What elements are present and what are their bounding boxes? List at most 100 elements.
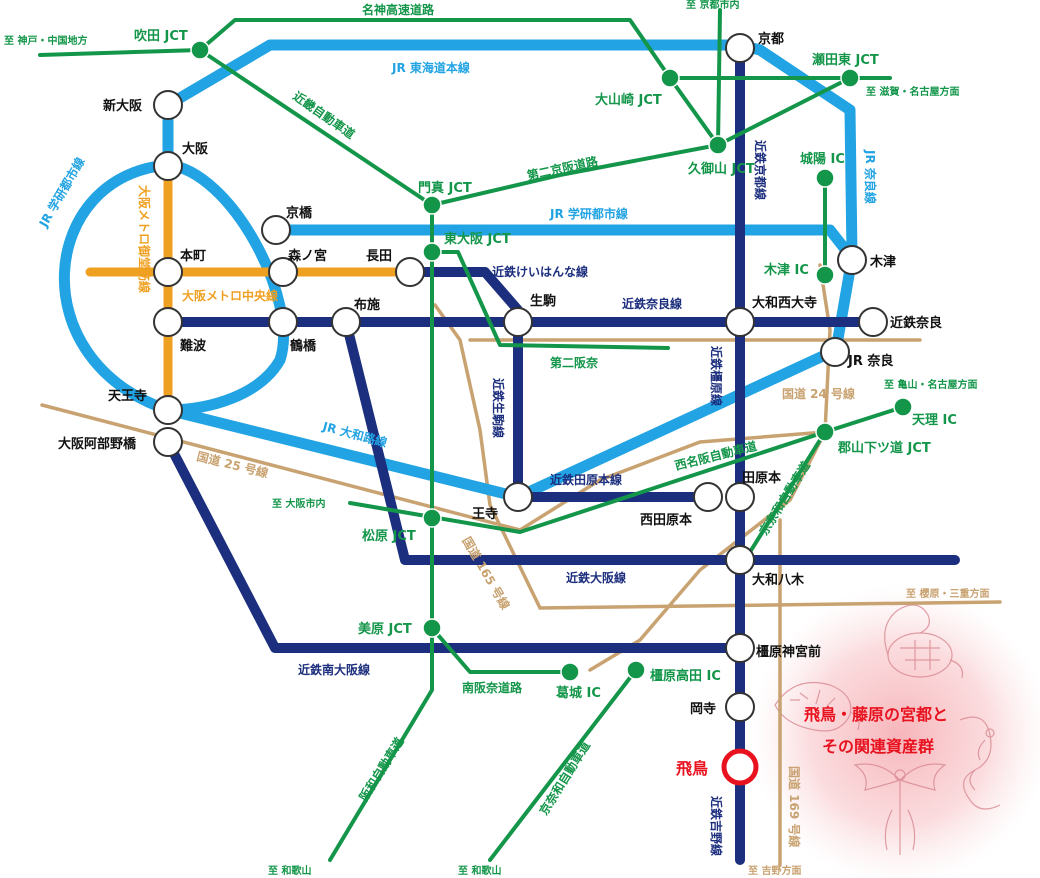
station-oji-marker[interactable] [503,482,533,512]
station-yamato-yagi-marker[interactable] [725,545,755,575]
station-okadera-marker[interactable] [725,692,755,722]
minami-hanna-line [430,626,572,674]
label-route169: 国道 169 号線 [787,766,802,847]
station-asuka-marker[interactable] [721,748,759,786]
kintetsu-osaka-line [341,317,960,565]
label-kintetsu-nara: 近鉄奈良 [890,315,942,331]
label-kintetsu-yoshino: 近鉄吉野線 [709,796,724,856]
station-morinomiya-marker[interactable] [268,257,298,287]
label-kintetsu-kashihara: 近鉄橿原線 [709,346,724,406]
label-kashihara-takada-ic: 橿原高田 IC [650,668,721,684]
station-markers [153,33,888,722]
route165-line [433,303,1002,610]
heritage-title-line2: その関連資産群 [822,737,934,756]
kadoma-jct-marker[interactable] [422,195,442,215]
keinawa-south-line [488,668,638,862]
station-jr-nara-marker[interactable] [820,337,850,367]
matsubara-jct-marker[interactable] [422,508,442,528]
seta-higashi-jct-marker[interactable] [840,68,860,88]
label-osaka-abenobashi: 大阪阿部野橋 [58,436,137,452]
label-mihara-jct: 美原 JCT [358,621,412,637]
mihara-jct-marker[interactable] [422,618,442,638]
station-osaka-abenobashi-marker[interactable] [153,427,183,457]
label-shin-osaka: 新大阪 [103,98,143,114]
label-route165: 国道 165 号線 [459,534,513,612]
label-tenri-ic: 天理 IC [912,413,957,428]
label-koriyama-jct: 郡山下ツ道 JCT [837,440,931,456]
label-okadera: 岡寺 [690,701,716,717]
station-kizu-marker[interactable] [837,245,867,275]
label-dir-yoshino: 至 吉野方面 [748,864,801,877]
label-dir-wakayama-1: 至 和歌山 [268,864,311,877]
label-jr-tokaido: JR 東海道本線 [391,60,470,75]
koriyama-jct-marker[interactable] [815,422,835,442]
label-kizu-ic: 木津 IC [763,262,809,278]
label-oyamazaki-jct: 大山崎 JCT [595,92,662,108]
kumiyama-jct-marker[interactable] [708,135,728,155]
station-nishitawaramoto-marker[interactable] [693,482,723,512]
label-metro-chuo: 大阪メトロ中央線 [182,288,278,303]
station-kintetsu-nara-marker[interactable] [858,307,888,337]
label-dir-kameyama: 至 亀山・名古屋方面 [884,378,977,391]
label-jr-nara: JR 奈良 [847,353,893,369]
meishin-line [198,18,720,147]
label-kintetsu-kyoto: 近鉄京都線 [753,140,768,200]
label-matsubara-jct: 松原 JCT [362,528,416,544]
kashihara-takada-ic-marker[interactable] [626,660,646,680]
station-yamato-saidaiji-marker[interactable] [725,307,755,337]
station-kyoto-marker[interactable] [725,33,755,63]
jr-gakken-right-line [270,224,858,264]
label-meishin: 名神高速道路 [362,2,435,17]
kizu-ic-marker[interactable] [815,265,835,285]
station-honmachi-marker[interactable] [153,257,183,287]
station-nagata-marker[interactable] [395,257,425,287]
station-shin-osaka-marker[interactable] [153,90,183,120]
daini-keihan-line [430,76,852,207]
label-higashi-osaka-jct: 東大阪 JCT [444,231,511,247]
label-nishitawaramoto: 西田原本 [640,512,692,528]
label-oji: 王寺 [472,506,498,522]
tenri-ic-marker[interactable] [893,397,913,417]
metro-lines [85,160,415,415]
station-ikoma-marker[interactable] [503,307,533,337]
higashi-osaka-jct-marker[interactable] [422,242,442,262]
label-joyo-ic: 城陽 IC [800,151,845,167]
kobe-spur-line [38,48,202,57]
label-daini-keihan: 第二京阪道路 [526,153,601,183]
joyo-ic-marker[interactable] [815,168,835,188]
junction-markers [190,40,913,682]
station-namba-marker[interactable] [153,307,183,337]
station-tennoji-marker[interactable] [153,395,183,425]
station-tawaramoto-marker[interactable] [725,482,755,512]
katsuragi-ic-marker[interactable] [560,662,580,682]
station-kashihara-jingumae-marker[interactable] [725,633,755,663]
oyamazaki-jct-marker[interactable] [660,68,680,88]
national-roads [40,263,1002,867]
station-fuse-marker[interactable] [331,307,361,337]
label-kumiyama-jct: 久御山 JCT [688,161,755,177]
label-kintetsu-keihanna: 近鉄けいはんな線 [492,264,588,279]
label-fuse: 布施 [354,297,380,313]
jr-gakken-left-line [59,159,174,416]
label-kintetsu-tawaramoto: 近鉄田原本線 [550,472,622,487]
label-kadoma-jct: 門真 JCT [418,180,472,196]
station-kyobashi-marker[interactable] [261,215,291,245]
label-nagata: 長田 [366,249,392,264]
label-kintetsu-minami-osaka: 近鉄南大阪線 [298,662,370,677]
label-dir-kobe: 至 神戸・中国地方 [4,34,87,47]
label-daini-hanna: 第二阪奈 [550,355,599,370]
label-honmachi: 本町 [180,248,206,264]
label-keinawa-south: 京奈和自動車道 [536,738,593,817]
daini-hanna-line [430,250,670,350]
station-labels: 京都 新大阪 大阪 京橋 本町 森ノ宮 長田 生駒 大和西大寺 近鉄奈良 木津 … [58,31,942,717]
heritage-title: 飛鳥・藤原の宮都と その関連資産群 [803,705,948,756]
expressways [38,8,905,862]
station-tsuruhashi-marker[interactable] [268,307,298,337]
hanwa-main-line [328,203,434,862]
label-ikoma: 生駒 [530,293,556,309]
route25-line [40,403,522,532]
suita-jct-marker[interactable] [190,40,210,60]
label-hanwa: 阪和自動車道 [356,735,407,804]
station-osaka-marker[interactable] [153,151,183,181]
direction-labels: 至 神戸・中国地方 至 京都市内 至 滋賀・名古屋方面 至 亀山・名古屋方面 至… [4,0,977,877]
